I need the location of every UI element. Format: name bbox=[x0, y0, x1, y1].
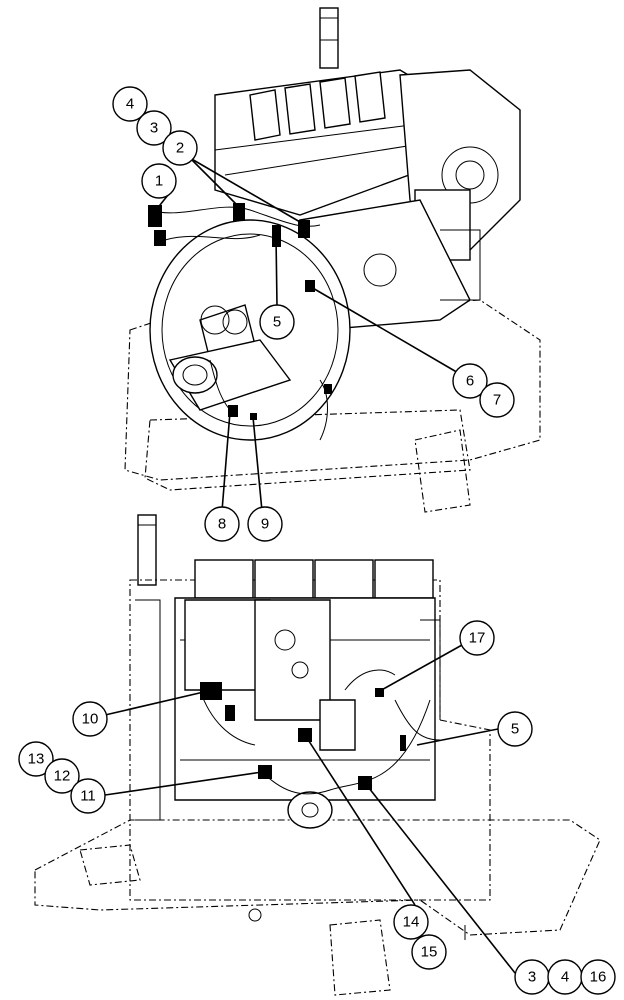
callout-label: 7 bbox=[493, 392, 501, 409]
callout-label: 13 bbox=[28, 751, 45, 768]
callout-label: 6 bbox=[466, 373, 474, 390]
callout-label: 8 bbox=[218, 516, 226, 533]
callout-label: 11 bbox=[80, 788, 96, 805]
callout-6: 6 bbox=[452, 363, 488, 399]
callout-11: 11 bbox=[70, 778, 106, 814]
callout-12: 12 bbox=[44, 758, 80, 794]
callout-3-lower: 3 bbox=[514, 959, 550, 995]
callout-16: 16 bbox=[580, 959, 616, 995]
callout-9: 9 bbox=[247, 506, 283, 542]
callout-label: 2 bbox=[176, 140, 184, 157]
callout-label: 10 bbox=[82, 711, 99, 728]
callout-17: 17 bbox=[459, 620, 495, 656]
callout-label: 14 bbox=[403, 914, 420, 931]
callout-5-lower: 5 bbox=[497, 711, 533, 747]
callout-2: 2 bbox=[162, 130, 198, 166]
callout-label: 17 bbox=[469, 630, 486, 647]
callout-1: 1 bbox=[141, 163, 177, 199]
callout-5-upper: 5 bbox=[259, 304, 295, 340]
callout-label: 12 bbox=[54, 768, 71, 785]
callout-4-upper: 4 bbox=[112, 86, 148, 122]
callout-label: 15 bbox=[421, 944, 438, 961]
lower-engine-view bbox=[34, 514, 601, 996]
callout-label: 5 bbox=[511, 721, 519, 738]
callout-label: 4 bbox=[126, 96, 134, 113]
callout-3-upper: 3 bbox=[136, 110, 172, 146]
callout-13: 13 bbox=[18, 741, 54, 777]
callout-label: 4 bbox=[561, 969, 569, 986]
callout-14: 14 bbox=[393, 904, 429, 940]
callout-label: 3 bbox=[150, 120, 158, 137]
callout-label: 5 bbox=[273, 314, 281, 331]
callout-label: 16 bbox=[590, 969, 607, 986]
callout-7: 7 bbox=[479, 382, 515, 418]
callout-4-lower: 4 bbox=[547, 959, 583, 995]
callout-15: 15 bbox=[411, 934, 447, 970]
callout-label: 3 bbox=[528, 969, 536, 986]
callout-label: 1 bbox=[155, 173, 163, 190]
leader-lines bbox=[104, 157, 516, 974]
upper-engine-view bbox=[124, 7, 541, 513]
callout-8: 8 bbox=[204, 506, 240, 542]
callout-label: 9 bbox=[261, 516, 269, 533]
callout-10: 10 bbox=[72, 701, 108, 737]
